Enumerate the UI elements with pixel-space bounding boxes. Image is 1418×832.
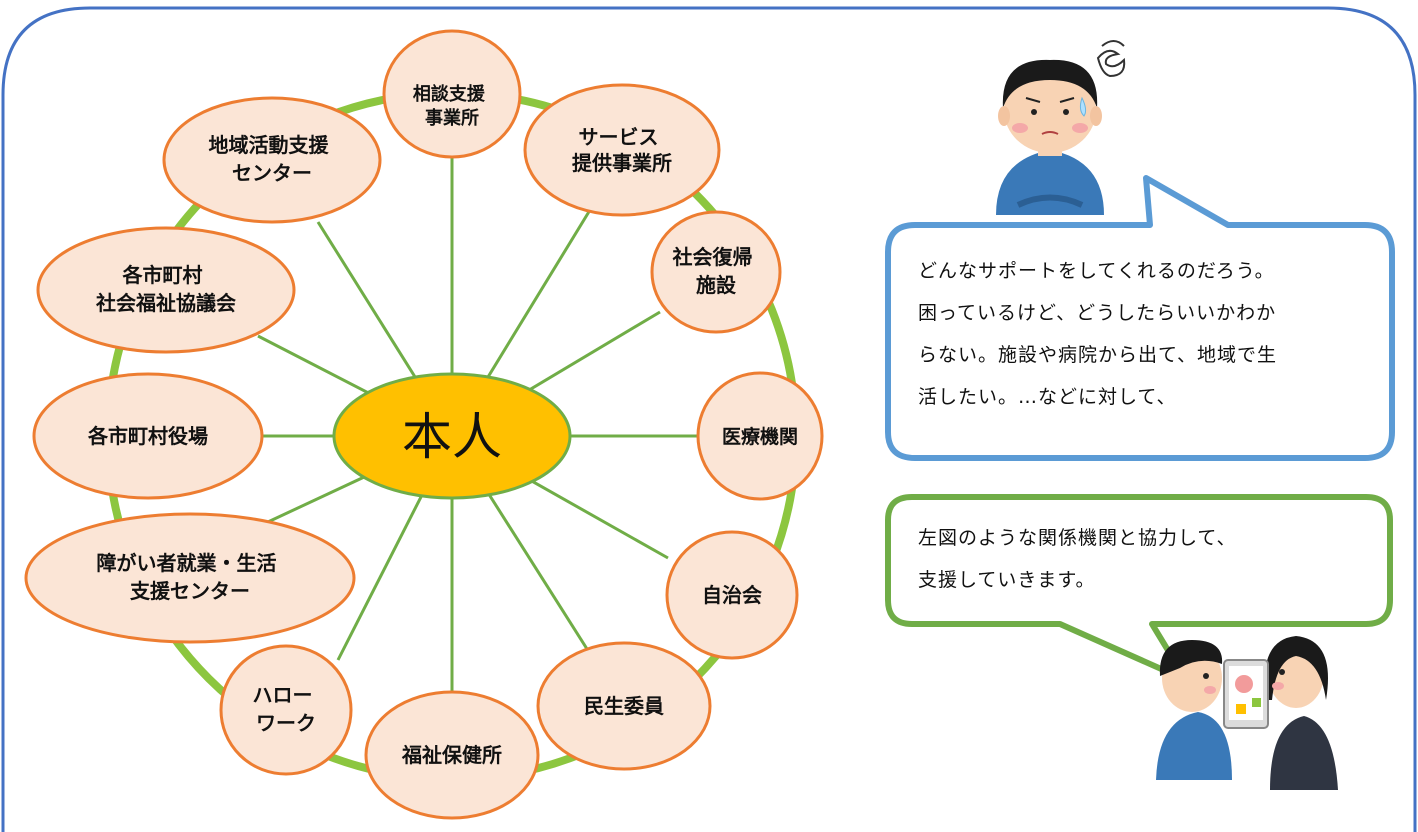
svg-text:ハロー ワーク: ハロー ワーク — [253, 683, 320, 735]
node-shugyo-line-2: 支援センター — [130, 579, 250, 603]
worry-line-4: 活したい。…などに対して、 — [918, 386, 1177, 408]
svg-text:各市町村 社会福祉協議会: 各市町村 社会福祉協議会 — [95, 263, 236, 315]
worry-line-1: どんなサポートをしてくれるのだろう。 — [918, 260, 1275, 282]
node-shugyo: 障がい者就業・生活 支援センター — [24, 512, 356, 644]
outer-frame — [1, 6, 1417, 832]
node-shakyo-line-1: 各市町村 — [122, 263, 203, 287]
node-service-line-1: サービス — [579, 125, 659, 149]
worried-person-illustration — [996, 40, 1126, 215]
center-node: 本人 — [332, 372, 572, 500]
node-shakai-fukki-line-1: 社会復帰 — [672, 245, 753, 269]
worry-bubble-shape — [885, 175, 1395, 461]
support-line-2: 支援していきます。 — [918, 569, 1096, 591]
node-shakyo: 各市町村 社会福祉協議会 — [36, 226, 296, 354]
node-yakuba-line-1: 各市町村役場 — [87, 424, 208, 448]
node-hellowork-line-1: ハロー — [253, 683, 313, 707]
node-chiiki-line-2: センター — [232, 161, 312, 185]
svg-text:民生委員: 民生委員 — [584, 694, 664, 718]
center-label: 本人 — [402, 408, 502, 466]
svg-text:地域活動支援 センター: 地域活動支援 センター — [209, 133, 336, 185]
svg-text:自治会: 自治会 — [702, 583, 762, 607]
node-jichikai-line-1: 自治会 — [702, 583, 762, 607]
node-chiiki: 地域活動支援 センター — [162, 96, 382, 224]
node-shakai-fukki-line-2: 施設 — [696, 273, 737, 297]
svg-text:社会復帰 施設: 社会復帰 施設 — [672, 245, 760, 297]
node-hellowork-line-2: ワーク — [256, 711, 316, 735]
node-yakuba: 各市町村役場 — [32, 372, 264, 500]
svg-text:福祉保健所: 福祉保健所 — [401, 743, 502, 767]
node-jichikai: 自治会 — [665, 530, 799, 660]
node-hellowork: ハロー ワーク — [219, 644, 353, 776]
node-iryo: 医療機関 — [696, 371, 824, 501]
worry-line-3: らない。施設や病院から出て、地域で生 — [918, 344, 1278, 366]
worry-line-2: 困っているけど、どうしたらいいかわか — [918, 302, 1277, 324]
node-iryo-line-1: 医療機関 — [722, 425, 798, 448]
svg-text:相談支援 事業所: 相談支援 事業所 — [413, 83, 491, 129]
node-minsei: 民生委員 — [536, 641, 712, 771]
node-service: サービス 提供事業所 — [523, 83, 721, 217]
consultation-illustration — [1156, 636, 1338, 790]
node-fukushi-hoken: 福祉保健所 — [364, 690, 540, 820]
support-bubble-text: 左図のような関係機関と協力して、 支援していきます。 — [918, 517, 1378, 601]
node-shakai-fukki: 社会復帰 施設 — [650, 210, 782, 334]
node-service-line-2: 提供事業所 — [572, 151, 672, 175]
svg-text:障がい者就業・生活 支援センター: 障がい者就業・生活 支援センター — [97, 551, 284, 603]
svg-text:各市町村役場: 各市町村役場 — [87, 424, 208, 448]
node-fukushi-hoken-line-1: 福祉保健所 — [401, 743, 502, 767]
worry-bubble-text: どんなサポートをしてくれるのだろう。 困っているけど、どうしたらいいかわか らな… — [918, 250, 1378, 418]
node-soudan-line-1: 相談支援 — [413, 83, 486, 105]
node-soudan-line-2: 事業所 — [425, 107, 479, 129]
node-soudan: 相談支援 事業所 — [382, 29, 522, 159]
node-shakyo-line-2: 社会福祉協議会 — [95, 291, 236, 315]
support-line-1: 左図のような関係機関と協力して、 — [918, 527, 1237, 549]
svg-text:サービス 提供事業所: サービス 提供事業所 — [572, 125, 672, 175]
node-minsei-line-1: 民生委員 — [584, 694, 664, 718]
node-chiiki-line-1: 地域活動支援 — [209, 133, 330, 157]
svg-text:医療機関: 医療機関 — [722, 425, 798, 448]
node-shugyo-line-1: 障がい者就業・生活 — [97, 551, 277, 575]
